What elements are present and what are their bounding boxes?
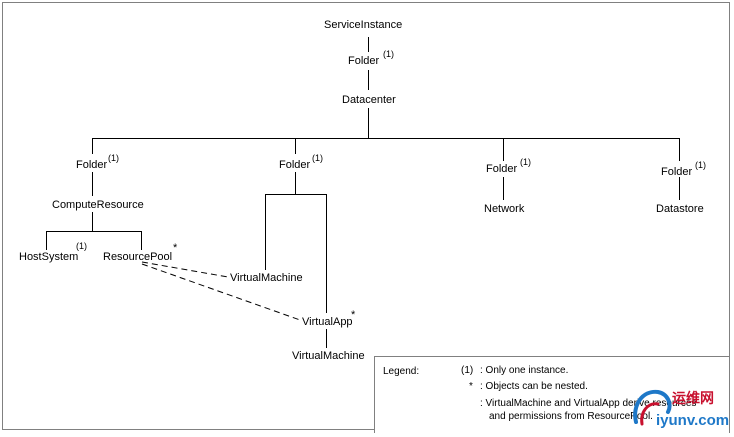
node-network-folder: Folder [486,163,518,175]
legend-one-instance-symbol: (1) [461,365,474,376]
dashed-resourcepool-virtualmachine [141,261,229,278]
node-datastore-folder: Folder [661,166,693,178]
watermark-brand-domain: iyunv.com [656,412,730,429]
legend-box: Legend: (1) : Only one instance. * : Obj… [374,356,730,433]
legend-title: Legend: [383,366,420,377]
watermark-swirl-icon [633,389,672,426]
mark-network-folder-one-instance: (1) [520,157,531,167]
node-network: Network [484,203,525,215]
legend-one-instance-text: : Only one instance. [480,365,569,376]
legend-nested-symbol: * [469,381,473,392]
watermark-brand-cn: 运维网 [672,390,714,406]
mark-host-folder-one-instance: (1) [108,153,119,163]
dashed-resourcepool-virtualapp [141,263,301,321]
node-datastore: Datastore [656,203,704,215]
node-root-folder: Folder [348,55,380,67]
mark-virtualapp-nested: * [351,309,356,321]
legend-derive-text-1: : VirtualMachine and VirtualApp derive r… [480,398,697,409]
node-virtualapp: VirtualApp [302,316,353,328]
mark-vm-folder-one-instance: (1) [312,153,323,163]
node-serviceinstance: ServiceInstance [324,19,403,31]
diagram-frame [2,2,730,430]
watermark-logo: 运维网 iyunv.com [628,384,732,434]
mark-datastore-folder-one-instance: (1) [695,160,706,170]
mark-resourcepool-nested: * [173,242,178,254]
node-computeresource: ComputeResource [52,199,144,211]
node-host-folder: Folder [76,159,108,171]
node-virtualmachine-2: VirtualMachine [292,350,365,362]
legend-derive-text-2: and permissions from ResourcePool. [489,411,653,422]
node-virtualmachine-1: VirtualMachine [230,272,303,284]
mark-hostsystem-one-instance: (1) [76,241,87,251]
node-hostsystem: HostSystem [19,251,79,263]
node-resourcepool: ResourcePool [103,251,173,263]
node-datacenter: Datacenter [342,94,396,106]
mark-root-folder-one-instance: (1) [383,49,394,59]
node-vm-folder: Folder [279,159,311,171]
legend-nested-text: : Objects can be nested. [480,381,588,392]
